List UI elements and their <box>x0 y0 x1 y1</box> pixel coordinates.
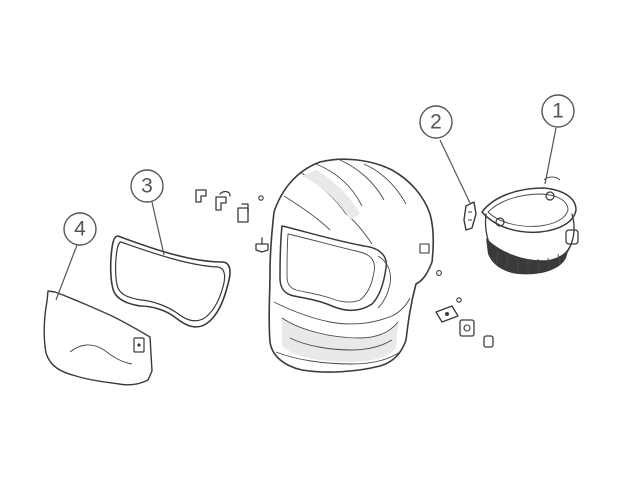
callout-3: 3 <box>130 169 164 203</box>
callout-3-label: 3 <box>141 175 153 198</box>
small-hardware-upper <box>195 189 269 253</box>
callout-2-label: 2 <box>430 111 442 134</box>
headgear-mount <box>463 201 477 231</box>
outer-cover-lens <box>43 290 153 386</box>
lens-tab <box>133 337 145 353</box>
gasket <box>109 235 231 328</box>
welding-helmet-shell <box>268 158 442 373</box>
callout-4-label: 4 <box>74 218 86 241</box>
headgear <box>481 176 579 275</box>
leader-1 <box>544 127 557 185</box>
leader-3 <box>151 201 165 256</box>
small-hardware-lower <box>435 297 494 348</box>
leader-2 <box>439 139 471 204</box>
side-badge <box>419 243 430 254</box>
callout-1-label: 1 <box>552 100 564 123</box>
callout-1: 1 <box>541 94 575 128</box>
leader-4 <box>55 244 78 301</box>
callout-2: 2 <box>419 105 453 139</box>
callout-4: 4 <box>63 212 97 246</box>
